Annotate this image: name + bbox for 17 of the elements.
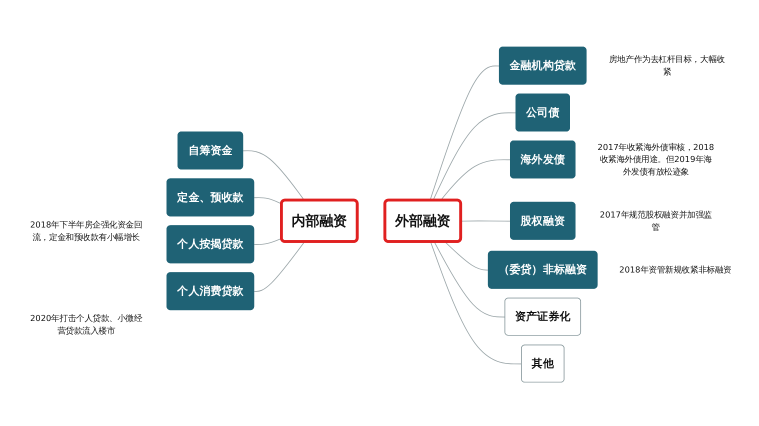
- node-label: 2017年收紧海外债审核，2018收紧海外债用途。但2019年海外发债有放松迹象: [598, 142, 714, 178]
- node-label: 2018年资管新规收紧非标融资: [619, 265, 732, 276]
- connector: [254, 242, 305, 292]
- node-label: 房地产作为去杠杆目标，大幅收紧: [608, 55, 725, 78]
- node-label: 2018年下半年房企强化资金回流，定金和预收款有小幅增长: [30, 220, 142, 242]
- connector: [440, 160, 512, 202]
- connector: [432, 112, 517, 202]
- connector: [434, 242, 506, 318]
- connector: [254, 238, 282, 246]
- connector: [254, 198, 282, 205]
- connector: [242, 150, 305, 202]
- connector: [430, 242, 522, 365]
- node-label: 2020年打击个人贷款、小微经营贷款流入楼市: [30, 314, 142, 336]
- node-label: 2017年规范股权融资并加强监管: [600, 210, 712, 232]
- connector: [444, 242, 490, 271]
- connector: [430, 66, 500, 202]
- connector: [460, 220, 512, 222]
